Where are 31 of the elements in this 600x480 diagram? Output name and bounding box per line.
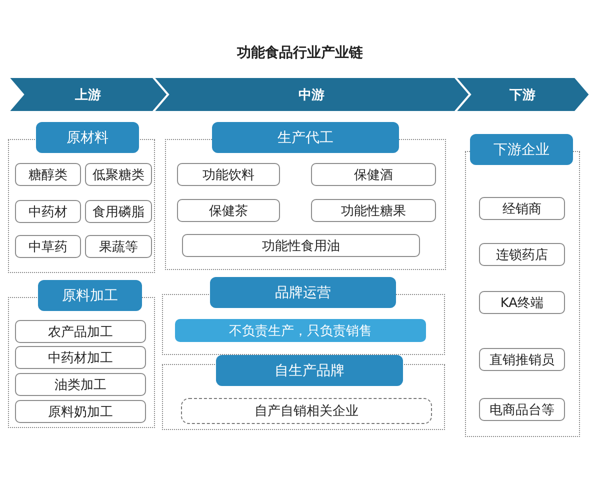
item-box: 功能性糖果 xyxy=(311,199,436,222)
item-box: 自产自销相关企业 xyxy=(181,398,432,424)
item-box: 低聚糖类 xyxy=(85,163,152,186)
item-box: 食用磷脂 xyxy=(85,200,152,223)
item-box: KA终端 xyxy=(479,291,565,314)
chevron-band: 上游 xyxy=(8,77,168,112)
item-box: 糖醇类 xyxy=(15,163,81,186)
item-box: 原料奶加工 xyxy=(15,400,146,423)
title: 功能食品行业产业链 xyxy=(236,44,364,62)
item-box: 经销商 xyxy=(479,197,565,220)
note-bar: 不负责生产，只负责销售 xyxy=(175,319,426,342)
item-box: 功能性食用油 xyxy=(182,234,420,257)
item-box: 中药材加工 xyxy=(15,346,146,369)
heading-tab: 下游企业 xyxy=(470,134,573,165)
item-box: 连锁药店 xyxy=(479,243,565,266)
chevron-band: 下游 xyxy=(455,77,590,112)
item-box: 农产品加工 xyxy=(15,320,146,343)
item-box: 中药材 xyxy=(15,200,81,223)
heading-tab: 品牌运营 xyxy=(210,277,396,308)
item-box: 功能饮料 xyxy=(177,163,280,186)
item-box: 油类加工 xyxy=(15,373,146,396)
item-box: 直销推销员 xyxy=(479,348,565,371)
item-box: 中草药 xyxy=(15,235,81,258)
heading-tab: 原料加工 xyxy=(38,280,142,311)
item-box: 保健茶 xyxy=(177,199,280,222)
heading-tab: 自生产品牌 xyxy=(216,355,403,386)
item-box: 果蔬等 xyxy=(85,235,152,258)
item-box: 保健酒 xyxy=(311,163,436,186)
item-box: 电商品台等 xyxy=(479,398,565,421)
heading-tab: 原材料 xyxy=(36,122,139,153)
heading-tab: 生产代工 xyxy=(212,122,399,153)
